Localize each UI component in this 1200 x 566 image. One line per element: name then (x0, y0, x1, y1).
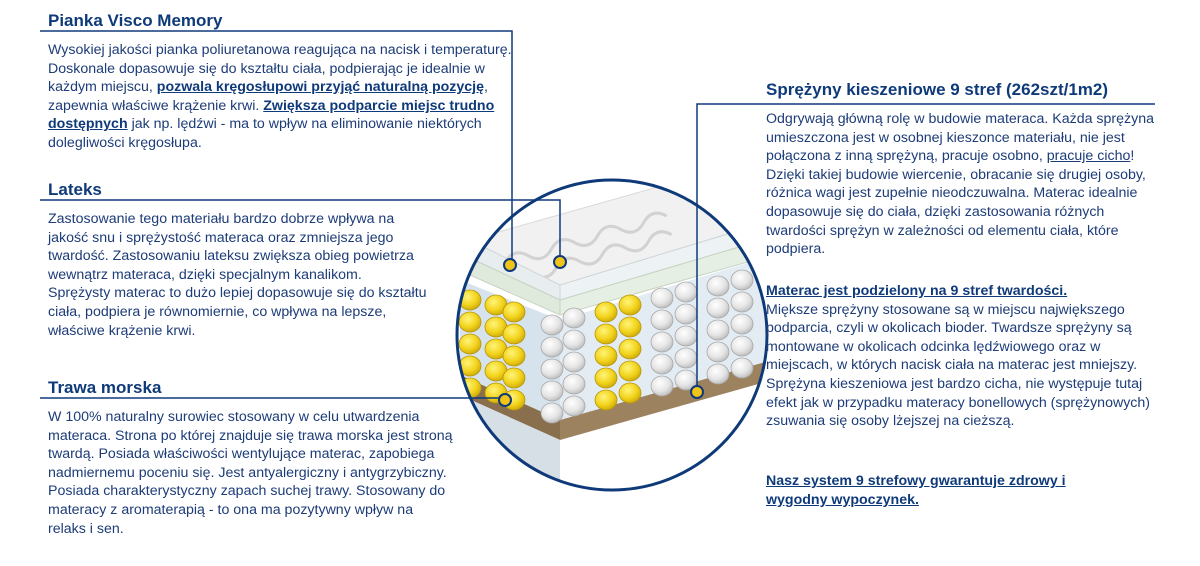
pocket-spring (730, 335, 754, 357)
pocket-spring (594, 345, 618, 367)
pocket-spring (540, 336, 564, 358)
springs-text-part-1: Odgrywają główną rolę w budowie materaca… (766, 111, 1154, 165)
pocket-spring (562, 351, 586, 373)
pocket-spring (458, 311, 482, 333)
springs-marker (690, 385, 704, 399)
pocket-spring (730, 313, 754, 335)
pocket-spring (674, 325, 698, 347)
pocket-spring (706, 341, 730, 363)
pocket-spring (458, 333, 482, 355)
pocket-spring (562, 373, 586, 395)
pocket-spring (502, 345, 526, 367)
pocket-spring (594, 389, 618, 411)
pocket-spring (594, 367, 618, 389)
pocket-spring (502, 301, 526, 323)
pocket-spring (540, 380, 564, 402)
visco-marker (503, 258, 517, 272)
pocket-spring (706, 275, 730, 297)
pocket-spring (618, 360, 642, 382)
visco-text-part-3: jak np. lędźwi - ma to wpływ na eliminow… (48, 116, 482, 151)
pocket-spring (706, 319, 730, 341)
pocket-spring (618, 338, 642, 360)
pocket-spring (706, 297, 730, 319)
pocket-spring (618, 316, 642, 338)
zones-block: Materac jest podzielony na 9 stref tward… (766, 282, 1161, 431)
springs-link-quiet: pracuje cicho (1046, 148, 1131, 165)
springs-heading: Sprężyny kieszeniowe 9 stref (262szt/1m2… (766, 80, 1109, 99)
pocket-spring (618, 382, 642, 404)
pocket-spring (706, 363, 730, 385)
visco-link-spine-position: pozwala kręgosłupowi przyjąć naturalną p… (156, 79, 484, 96)
springs-text-part-2: ! Dzięki takiej budowie wiercenie, obrac… (766, 148, 1146, 258)
latex-heading: Lateks (48, 180, 102, 199)
pocket-spring (650, 375, 674, 397)
visco-link-support: Zwiększa podparcie miejsc trudno dostępn… (48, 97, 495, 133)
pocket-spring (674, 281, 698, 303)
latex-description: Zastosowanie tego materiału bardzo dobrz… (48, 211, 427, 339)
pocket-spring (562, 329, 586, 351)
pocket-spring (650, 287, 674, 309)
pocket-spring (730, 291, 754, 313)
latex-marker (553, 255, 567, 269)
pocket-spring (730, 269, 754, 291)
pocket-spring (594, 323, 618, 345)
pocket-spring (562, 307, 586, 329)
seagrass-marker (498, 393, 512, 407)
seagrass-description: W 100% naturalny surowiec stosowany w ce… (48, 409, 453, 537)
footer-guarantee: Nasz system 9 strefowy gwarantuje zdrowy… (766, 473, 1066, 508)
springs-description: Odgrywają główną rolę w budowie materaca… (766, 110, 1161, 259)
pocket-spring (650, 353, 674, 375)
pocket-spring (650, 331, 674, 353)
pocket-spring (730, 357, 754, 379)
mattress-layers (457, 180, 767, 490)
visco-text-part-2: , zapewnia właściwe krążenie krwi. (48, 79, 488, 114)
zones-title: Materac jest podzielony na 9 stref tward… (766, 283, 1068, 299)
pocket-spring (562, 395, 586, 417)
pocket-spring (502, 323, 526, 345)
pocket-spring (540, 358, 564, 380)
pocket-spring (540, 402, 564, 424)
pocket-spring (674, 303, 698, 325)
seagrass-heading: Trawa morska (48, 378, 162, 397)
pocket-spring (594, 301, 618, 323)
visco-description: Wysokiej jakości pianka poliuretanowa re… (48, 41, 518, 153)
pocket-spring (650, 309, 674, 331)
pocket-spring (540, 314, 564, 336)
pocket-spring (502, 367, 526, 389)
visco-text-part-1: Wysokiej jakości pianka poliuretanowa re… (48, 42, 512, 96)
visco-heading: Pianka Visco Memory (48, 11, 223, 30)
pocket-spring (674, 347, 698, 369)
zones-description: Miększe sprężyny stosowane są w miejscu … (766, 301, 1151, 430)
pocket-spring (618, 294, 642, 316)
